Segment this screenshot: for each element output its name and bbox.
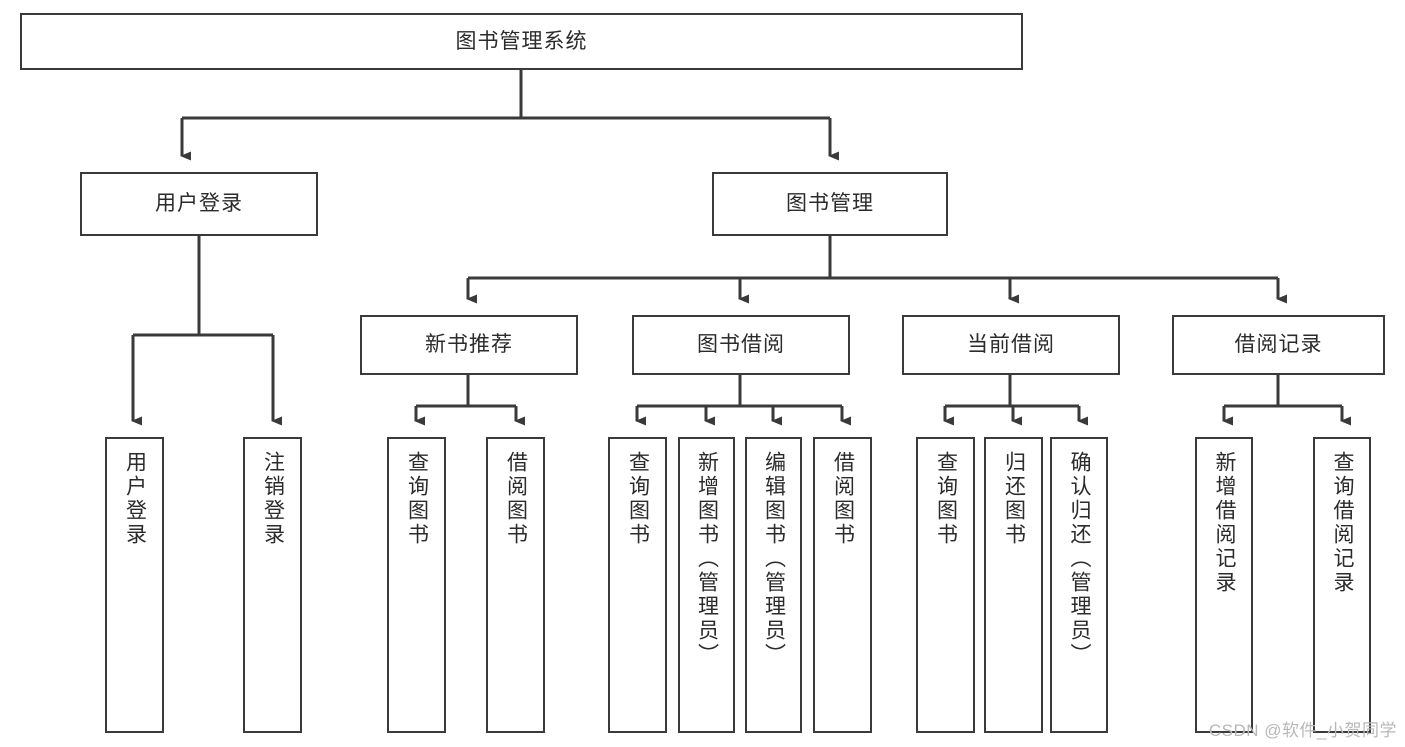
node-book-manage-label: 图书管理 xyxy=(786,192,874,216)
node-leaf-query-book-2-label: 查询图书 xyxy=(626,451,650,547)
node-leaf-query-record[interactable]: 查询借阅记录 xyxy=(1313,437,1371,733)
node-leaf-borrow-book-1-label: 借阅图书 xyxy=(504,451,528,547)
node-book-borrow-label: 图书借阅 xyxy=(697,333,785,357)
node-leaf-logout[interactable]: 注销登录 xyxy=(243,437,302,733)
node-borrow-record[interactable]: 借阅记录 xyxy=(1172,315,1385,375)
node-borrow-record-label: 借阅记录 xyxy=(1234,333,1323,357)
node-leaf-return-book-label: 归还图书 xyxy=(1002,451,1026,547)
node-book-manage[interactable]: 图书管理 xyxy=(712,172,948,236)
node-leaf-borrow-book-2-label: 借阅图书 xyxy=(831,451,855,547)
node-leaf-add-book-label: 新增图书（管理员） xyxy=(695,451,719,667)
node-leaf-query-book-2[interactable]: 查询图书 xyxy=(608,437,667,733)
node-root-label: 图书管理系统 xyxy=(455,29,588,53)
node-user-login-label: 用户登录 xyxy=(155,192,243,216)
node-leaf-query-book-3[interactable]: 查询图书 xyxy=(916,437,975,733)
node-leaf-add-book[interactable]: 新增图书（管理员） xyxy=(678,437,735,733)
node-leaf-query-book-3-label: 查询图书 xyxy=(934,451,958,547)
node-leaf-borrow-book-1[interactable]: 借阅图书 xyxy=(486,437,545,733)
node-leaf-user-login[interactable]: 用户登录 xyxy=(105,437,164,733)
node-leaf-query-record-label: 查询借阅记录 xyxy=(1331,451,1355,595)
node-leaf-edit-book-label: 编辑图书（管理员） xyxy=(762,451,786,667)
node-leaf-edit-book[interactable]: 编辑图书（管理员） xyxy=(745,437,802,733)
node-leaf-query-book-1[interactable]: 查询图书 xyxy=(387,437,446,733)
node-leaf-add-record[interactable]: 新增借阅记录 xyxy=(1195,437,1253,733)
node-leaf-query-book-1-label: 查询图书 xyxy=(405,451,429,547)
node-leaf-logout-label: 注销登录 xyxy=(261,451,285,547)
node-leaf-user-login-label: 用户登录 xyxy=(123,451,147,547)
node-leaf-borrow-book-2[interactable]: 借阅图书 xyxy=(813,437,872,733)
node-leaf-add-record-label: 新增借阅记录 xyxy=(1213,451,1237,595)
node-book-borrow[interactable]: 图书借阅 xyxy=(632,315,850,375)
node-new-book-recommend-label: 新书推荐 xyxy=(425,333,513,357)
node-user-login[interactable]: 用户登录 xyxy=(80,172,318,236)
node-root[interactable]: 图书管理系统 xyxy=(20,13,1023,70)
node-new-book-recommend[interactable]: 新书推荐 xyxy=(360,315,578,375)
node-leaf-return-book[interactable]: 归还图书 xyxy=(984,437,1043,733)
node-current-borrow-label: 当前借阅 xyxy=(967,333,1055,357)
node-leaf-confirm-return-label: 确认归还（管理员） xyxy=(1068,451,1092,667)
node-leaf-confirm-return[interactable]: 确认归还（管理员） xyxy=(1050,437,1108,733)
node-current-borrow[interactable]: 当前借阅 xyxy=(902,315,1120,375)
